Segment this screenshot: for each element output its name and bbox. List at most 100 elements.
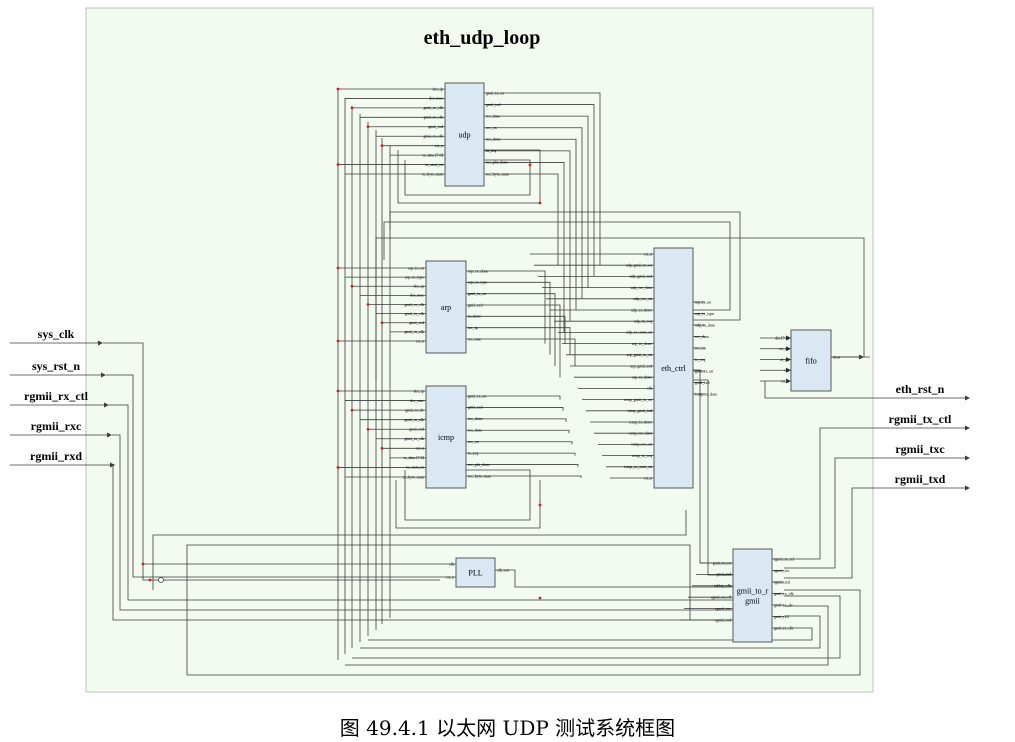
block-gmii-to-rgmii: gmii_tx_engmii_txdidelay_clkrgmii_rx_ctl… [711, 548, 795, 643]
junction-dot [380, 321, 384, 325]
block-body [455, 557, 496, 588]
pin-label: udp_tx_req [634, 319, 652, 324]
arrow-head [786, 357, 791, 362]
wire [466, 452, 576, 456]
pin-label: rec_done [468, 416, 483, 421]
pin-label: rgmii_rxc [715, 606, 731, 611]
input-port-rgmii-rx-ctl: rgmii_rx_ctl [24, 389, 89, 403]
pin-label: udp_gmii_tx_en [626, 263, 652, 268]
pin-label: gmii_txd [468, 302, 482, 307]
wire [404, 469, 531, 521]
wire [484, 92, 601, 266]
pin-label: gmii_rx_clk [423, 134, 443, 139]
pin-label: rgmii_rxd [715, 617, 731, 622]
block-label: fifo [805, 357, 817, 366]
top-level-ports: sys_clksys_rst_nrgmii_rx_ctlrgmii_rxcrgm… [24, 327, 952, 486]
pin-label: gmii_txd [468, 405, 482, 410]
junction-dot [366, 427, 370, 431]
pin-label: gmii_tx_clk [405, 311, 424, 316]
pin-label: rec_en [695, 345, 706, 350]
pin-label: gmii_rxd [409, 320, 424, 325]
wire [693, 369, 733, 564]
pin-label: udp_gmii_txd [630, 274, 652, 279]
pin-label: rst_n [435, 143, 443, 148]
pin-label: src_ip [468, 325, 478, 330]
junction-dot [336, 339, 340, 343]
pin-label: clk [449, 561, 454, 566]
junction-dot [538, 201, 542, 205]
block-label: gmii [745, 597, 760, 606]
block-body [444, 82, 485, 187]
block-icmp: des_ipdes_macgmii_rx_dvgmii_rx_clkgmii_r… [403, 385, 492, 489]
arrow-head [859, 354, 864, 360]
junction-dot [538, 596, 542, 600]
wire [186, 544, 691, 675]
pin-label: tx_done [468, 314, 481, 319]
pin-label: rec_pkt_done [486, 160, 508, 165]
pin-label: rec_en [468, 439, 479, 444]
block-body [790, 329, 832, 392]
pin-label: udp_tx_start_en [626, 330, 652, 335]
junction-dot [336, 163, 340, 166]
block-label: icmp [438, 433, 454, 442]
wire [112, 434, 733, 611]
pin-label: rst_n [644, 251, 652, 256]
pin-label: rec_en [486, 125, 497, 130]
pin-label: tx_byte_num [422, 171, 444, 176]
pin-label: des_ip [433, 86, 443, 91]
wire [466, 395, 561, 400]
wire [484, 104, 595, 277]
block-label: eth_ctrl [661, 364, 686, 373]
junction-dot [148, 578, 152, 582]
pin-label: udp_tx_data [695, 322, 715, 327]
pin-label: gmii_rx_clk [404, 302, 424, 307]
junction-dot [538, 503, 542, 507]
pin-label: din [7:0] [775, 335, 790, 340]
input-port-rgmii-rxd: rgmii_rxd [30, 449, 82, 463]
pin-label: tx_req [486, 148, 496, 153]
pin-label: rst_n [416, 338, 424, 343]
arrow-head [110, 462, 115, 468]
wire [466, 407, 564, 411]
pin-label: gmii_rx_clk [404, 436, 424, 441]
pin-label: gmii_tx_en [468, 393, 486, 398]
block-label: udp [459, 131, 471, 140]
block-label: gmii_to_r [737, 587, 769, 596]
block-arp: arp_tx_enarp_tx_typedes_ipdes_macgmii_rx… [404, 260, 488, 354]
arrow-head [104, 402, 109, 408]
pin-label: rec_byte_num [468, 473, 492, 478]
pin-label: arp_gmii_tx_en [627, 352, 652, 357]
pin-label: dout [833, 354, 841, 359]
pin-label: udp_tx_done [631, 307, 652, 312]
wire-sys-rst [106, 374, 456, 578]
junction-dot [366, 303, 370, 306]
pin-label: arp_rx_done [468, 268, 488, 273]
wire [466, 418, 567, 422]
junction-dot [350, 408, 354, 412]
pin-label: gmii_txd [717, 572, 731, 577]
wire [466, 270, 546, 344]
pin-label: gmii_rx_clk [404, 329, 424, 334]
pin-label: arp_tx_type [695, 311, 714, 316]
pin-label: gmii_rx_clk [423, 105, 443, 110]
pin-label: rgmii_tx_ctl [774, 556, 795, 561]
pin-label: icmp_rec_en [631, 442, 652, 447]
pin-label: clk [784, 368, 789, 373]
wire [404, 159, 531, 196]
pin-label: src_mac [468, 336, 482, 341]
wire [152, 510, 687, 590]
pin-label: rec_data [486, 113, 500, 118]
block-body [425, 385, 467, 489]
pin-label: gmii_tx_en [486, 90, 504, 95]
junction-dot [380, 446, 384, 450]
pin-label: arp_tx_en [695, 299, 711, 304]
pin-label: gmii_rxd [774, 614, 789, 619]
arrow-head [786, 378, 791, 384]
pin-label: gmii_txd [486, 102, 500, 107]
pin-label: des_mac [410, 293, 424, 298]
wire [484, 127, 583, 299]
pin-label: des_mac [429, 96, 443, 101]
wire [495, 569, 733, 588]
wire [484, 173, 559, 266]
